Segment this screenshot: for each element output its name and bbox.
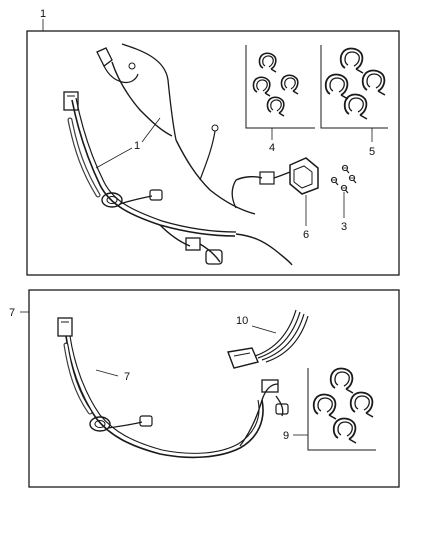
callout-7-left: 7 — [9, 307, 15, 319]
wiring-harness-1 — [63, 43, 319, 266]
callout-4: 4 — [269, 142, 275, 154]
callout-6: 6 — [303, 229, 309, 241]
callout-10: 10 — [236, 315, 248, 327]
clip-set-5 — [324, 47, 386, 120]
callout-3: 3 — [341, 221, 347, 233]
callout-1-harness: 1 — [134, 140, 140, 152]
clip-set-5-bracket — [320, 45, 388, 142]
wiring-harness-7 — [57, 317, 289, 459]
clip-set-4-bracket — [245, 45, 315, 140]
clip-set-4 — [252, 52, 299, 117]
harness-1-leader — [95, 147, 133, 169]
clip-set-9 — [312, 367, 374, 444]
clip-set-9-bracket — [293, 368, 376, 451]
top-kit-frame — [26, 19, 400, 276]
callout-5: 5 — [369, 146, 375, 158]
ribbon-cable-10 — [227, 309, 309, 369]
callout-1-top: 1 — [40, 8, 46, 20]
harness-1-leader-2 — [141, 117, 161, 143]
callout-7-harness: 7 — [124, 371, 130, 383]
callout-9: 9 — [283, 430, 289, 442]
bottom-kit-frame — [20, 289, 400, 488]
screws-3 — [330, 164, 357, 218]
